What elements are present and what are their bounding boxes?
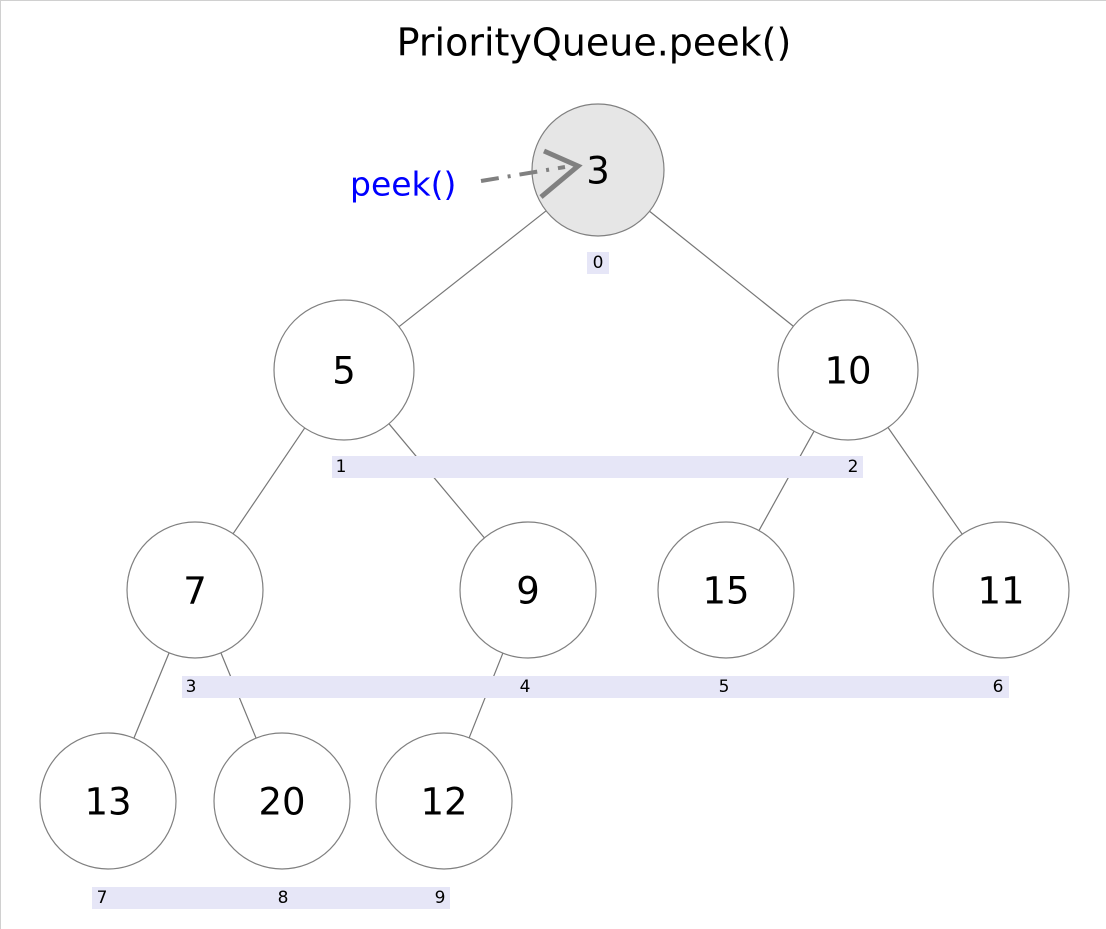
node-circle[interactable] [932,521,1070,659]
index-label: 2 [848,457,859,477]
heap-node[interactable]: 9 [459,521,597,659]
tree-edge [133,652,170,739]
node-value-label: 20 [258,781,305,824]
node-value-label: 11 [977,570,1024,613]
tree-edge [388,423,485,539]
tree-edge [232,427,306,535]
heap-node[interactable]: 20 [213,732,351,870]
index-label: 9 [435,888,446,908]
index-band [182,676,1009,698]
tree-edge [758,430,815,531]
arrowhead-icon [539,148,583,199]
heap-node[interactable]: 7 [126,521,264,659]
index-label: 3 [186,677,197,697]
node-circle[interactable] [375,732,513,870]
heap-node[interactable]: 3 [531,103,665,237]
index-band [92,887,450,909]
node-value-label: 3 [586,150,610,193]
index-label: 6 [993,677,1004,697]
heap-node[interactable]: 11 [932,521,1070,659]
node-circle[interactable] [126,521,264,659]
node-circle[interactable] [459,521,597,659]
node-value-label: 5 [332,350,356,393]
index-label: 5 [719,677,730,697]
index-label: 7 [97,888,108,908]
heap-node[interactable]: 12 [375,732,513,870]
heap-node[interactable]: 5 [273,299,415,441]
node-value-label: 15 [702,570,749,613]
annotations-layer: peek() [350,148,583,204]
node-circle[interactable] [777,299,919,441]
node-value-label: 12 [420,781,467,824]
index-label: 1 [336,457,347,477]
peek-label: peek() [350,165,456,204]
heap-node[interactable]: 13 [39,732,177,870]
page-title: PriorityQueue.peek() [397,21,792,65]
node-value-label: 9 [516,570,540,613]
index-band [332,456,863,478]
peek-callout: peek() [350,148,583,204]
tree-edge [887,427,963,535]
index-band [587,252,609,274]
node-circle[interactable] [213,732,351,870]
node-circle[interactable] [39,732,177,870]
index-label: 0 [593,253,604,273]
tree-edge [649,210,794,327]
callout-leader-line [480,165,566,183]
node-circle[interactable] [531,103,665,237]
heap-node[interactable]: 10 [777,299,919,441]
node-value-label: 7 [183,570,207,613]
node-circle[interactable] [657,521,795,659]
index-label: 4 [520,677,531,697]
node-value-label: 10 [824,350,871,393]
tree-edge [398,210,547,328]
heap-node[interactable]: 15 [657,521,795,659]
index-label: 8 [278,888,289,908]
node-circle[interactable] [273,299,415,441]
node-value-label: 13 [84,781,131,824]
